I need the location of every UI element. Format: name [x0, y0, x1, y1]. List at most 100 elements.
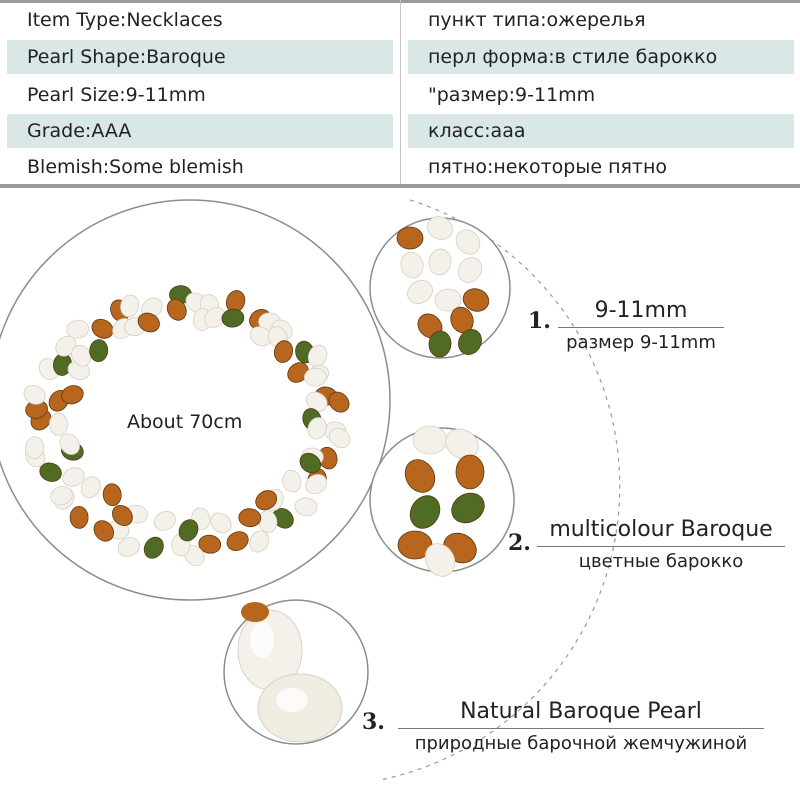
pearl-highlight	[250, 622, 274, 658]
pearl-bead	[412, 425, 448, 455]
pearl-bead	[424, 543, 456, 577]
green-bead	[272, 507, 294, 529]
feature-underline	[398, 728, 764, 729]
table-column-divider	[400, 0, 401, 184]
amber-bead	[198, 534, 222, 554]
pearl-bead	[426, 216, 454, 240]
feature-label-size: 9-11mm размер 9-11mm	[558, 298, 724, 353]
spec-row-pearl-size: Pearl Size:9-11mm "размер:9-11mm	[0, 78, 800, 112]
amber-bead	[69, 506, 89, 529]
pearl-bead	[153, 511, 176, 531]
amber-bead	[404, 459, 436, 493]
feature-number-3: 3.	[362, 709, 385, 735]
pearl-bead	[80, 476, 101, 499]
dashed-arc-guide	[379, 199, 621, 781]
amber-bead	[328, 391, 350, 413]
pearl-bead	[249, 530, 270, 553]
pearl-bead	[455, 229, 481, 255]
spec-row-blemish: Blemish:Some blemish пятно:некоторые пят…	[0, 150, 800, 184]
amber-bead	[226, 531, 249, 551]
feature-label-ru: природные барочной жемчужиной	[414, 733, 748, 754]
pearl-bead	[282, 469, 302, 493]
pearl-bead	[457, 257, 483, 283]
pearl-bead	[428, 248, 452, 276]
green-bead	[178, 519, 199, 542]
pearl-bead	[445, 428, 479, 460]
pearl-bead	[407, 280, 433, 304]
amber-bead	[61, 385, 84, 405]
zoom-beads-natural-pearl	[237, 602, 343, 743]
pearl-bead	[434, 288, 462, 312]
amber-bead	[93, 520, 115, 542]
amber-bead	[166, 298, 187, 321]
green-bead	[409, 495, 441, 529]
spec-label-en: Blemish:Some blemish	[27, 156, 244, 178]
amber-bead	[137, 312, 160, 333]
green-bead	[89, 339, 109, 362]
pearl-bead	[66, 319, 90, 339]
spec-label-en: Pearl Shape:Baroque	[7, 40, 393, 74]
zoom-beads-size	[396, 216, 490, 358]
spec-row-item-type: Item Type:Necklaces пункт типа:ожерелья	[0, 3, 800, 37]
amber-bead	[462, 288, 490, 312]
feature-label-ru: размер 9-11mm	[566, 332, 716, 353]
green-bead	[221, 308, 245, 328]
main-circle-frame	[0, 199, 391, 601]
pearl-bead	[305, 474, 327, 495]
pearl-bead	[120, 294, 140, 318]
product-photo-svg	[0, 199, 621, 781]
pearl-bead	[307, 417, 327, 440]
amber-bead	[112, 504, 133, 527]
feature-underline	[558, 327, 724, 328]
pearl-bead	[23, 385, 46, 405]
amber-bead	[287, 362, 309, 383]
pearl-bead	[49, 412, 68, 436]
amber-bead	[91, 318, 114, 339]
amber-bead	[396, 226, 424, 250]
green-bead	[428, 330, 452, 358]
table-bottom-border	[0, 184, 800, 188]
feature-number-2: 2.	[508, 530, 531, 556]
pearl-bead	[307, 344, 328, 367]
feature-label-multicolour: multicolour Baroque цветные барокко	[537, 517, 785, 572]
feature-number-1: 1.	[528, 308, 551, 334]
pearl-bead	[62, 467, 85, 487]
feature-label-en: Natural Baroque Pearl	[460, 699, 702, 724]
spec-label-ru: "размер:9-11mm	[428, 84, 596, 106]
spec-label-en: Grade:AAA	[7, 114, 393, 148]
feature-label-natural-pearl: Natural Baroque Pearl природные барочной…	[398, 699, 764, 754]
spec-label-ru: пункт типа:ожерелья	[428, 9, 646, 31]
pearl-bead	[304, 367, 327, 387]
zoom-beads-multicolour	[397, 425, 485, 577]
amber-bead	[255, 490, 278, 511]
feature-label-en: multicolour Baroque	[549, 517, 773, 542]
pearl-bead	[210, 512, 232, 534]
spec-label-ru: перл форма:в стиле барокко	[408, 40, 794, 74]
necklace-length-caption: About 70cm	[127, 411, 243, 433]
feature-label-en: 9-11mm	[594, 298, 688, 323]
green-bead	[143, 536, 164, 559]
amber-bead	[238, 508, 262, 528]
spec-label-en: Pearl Size:9-11mm	[27, 84, 206, 106]
spec-label-en: Item Type:Necklaces	[27, 9, 223, 31]
pearl-bead	[59, 433, 80, 455]
product-photo-area	[0, 188, 800, 800]
spec-row-pearl-shape: Pearl Shape:Baroque перл форма:в стиле б…	[0, 40, 800, 74]
amber-bead	[273, 340, 294, 363]
amber-bead	[455, 454, 485, 490]
green-bead	[458, 329, 482, 355]
spec-row-grade: Grade:AAA класс:ааа	[0, 114, 800, 148]
green-bead	[299, 452, 322, 474]
feature-underline	[537, 546, 785, 547]
amber-bead	[241, 602, 269, 622]
pearl-bead	[328, 427, 351, 449]
pearl-bead	[25, 436, 45, 460]
necklace-beads	[23, 285, 351, 567]
spec-table: Item Type:Necklaces пункт типа:ожерелья …	[0, 0, 800, 188]
spec-label-ru: класс:ааа	[408, 114, 794, 148]
pearl-bead	[400, 251, 424, 279]
spec-label-ru: пятно:некоторые пятно	[428, 156, 668, 178]
green-bead	[451, 492, 485, 524]
pearl-bead	[294, 497, 318, 517]
pearl-bead	[71, 344, 92, 367]
